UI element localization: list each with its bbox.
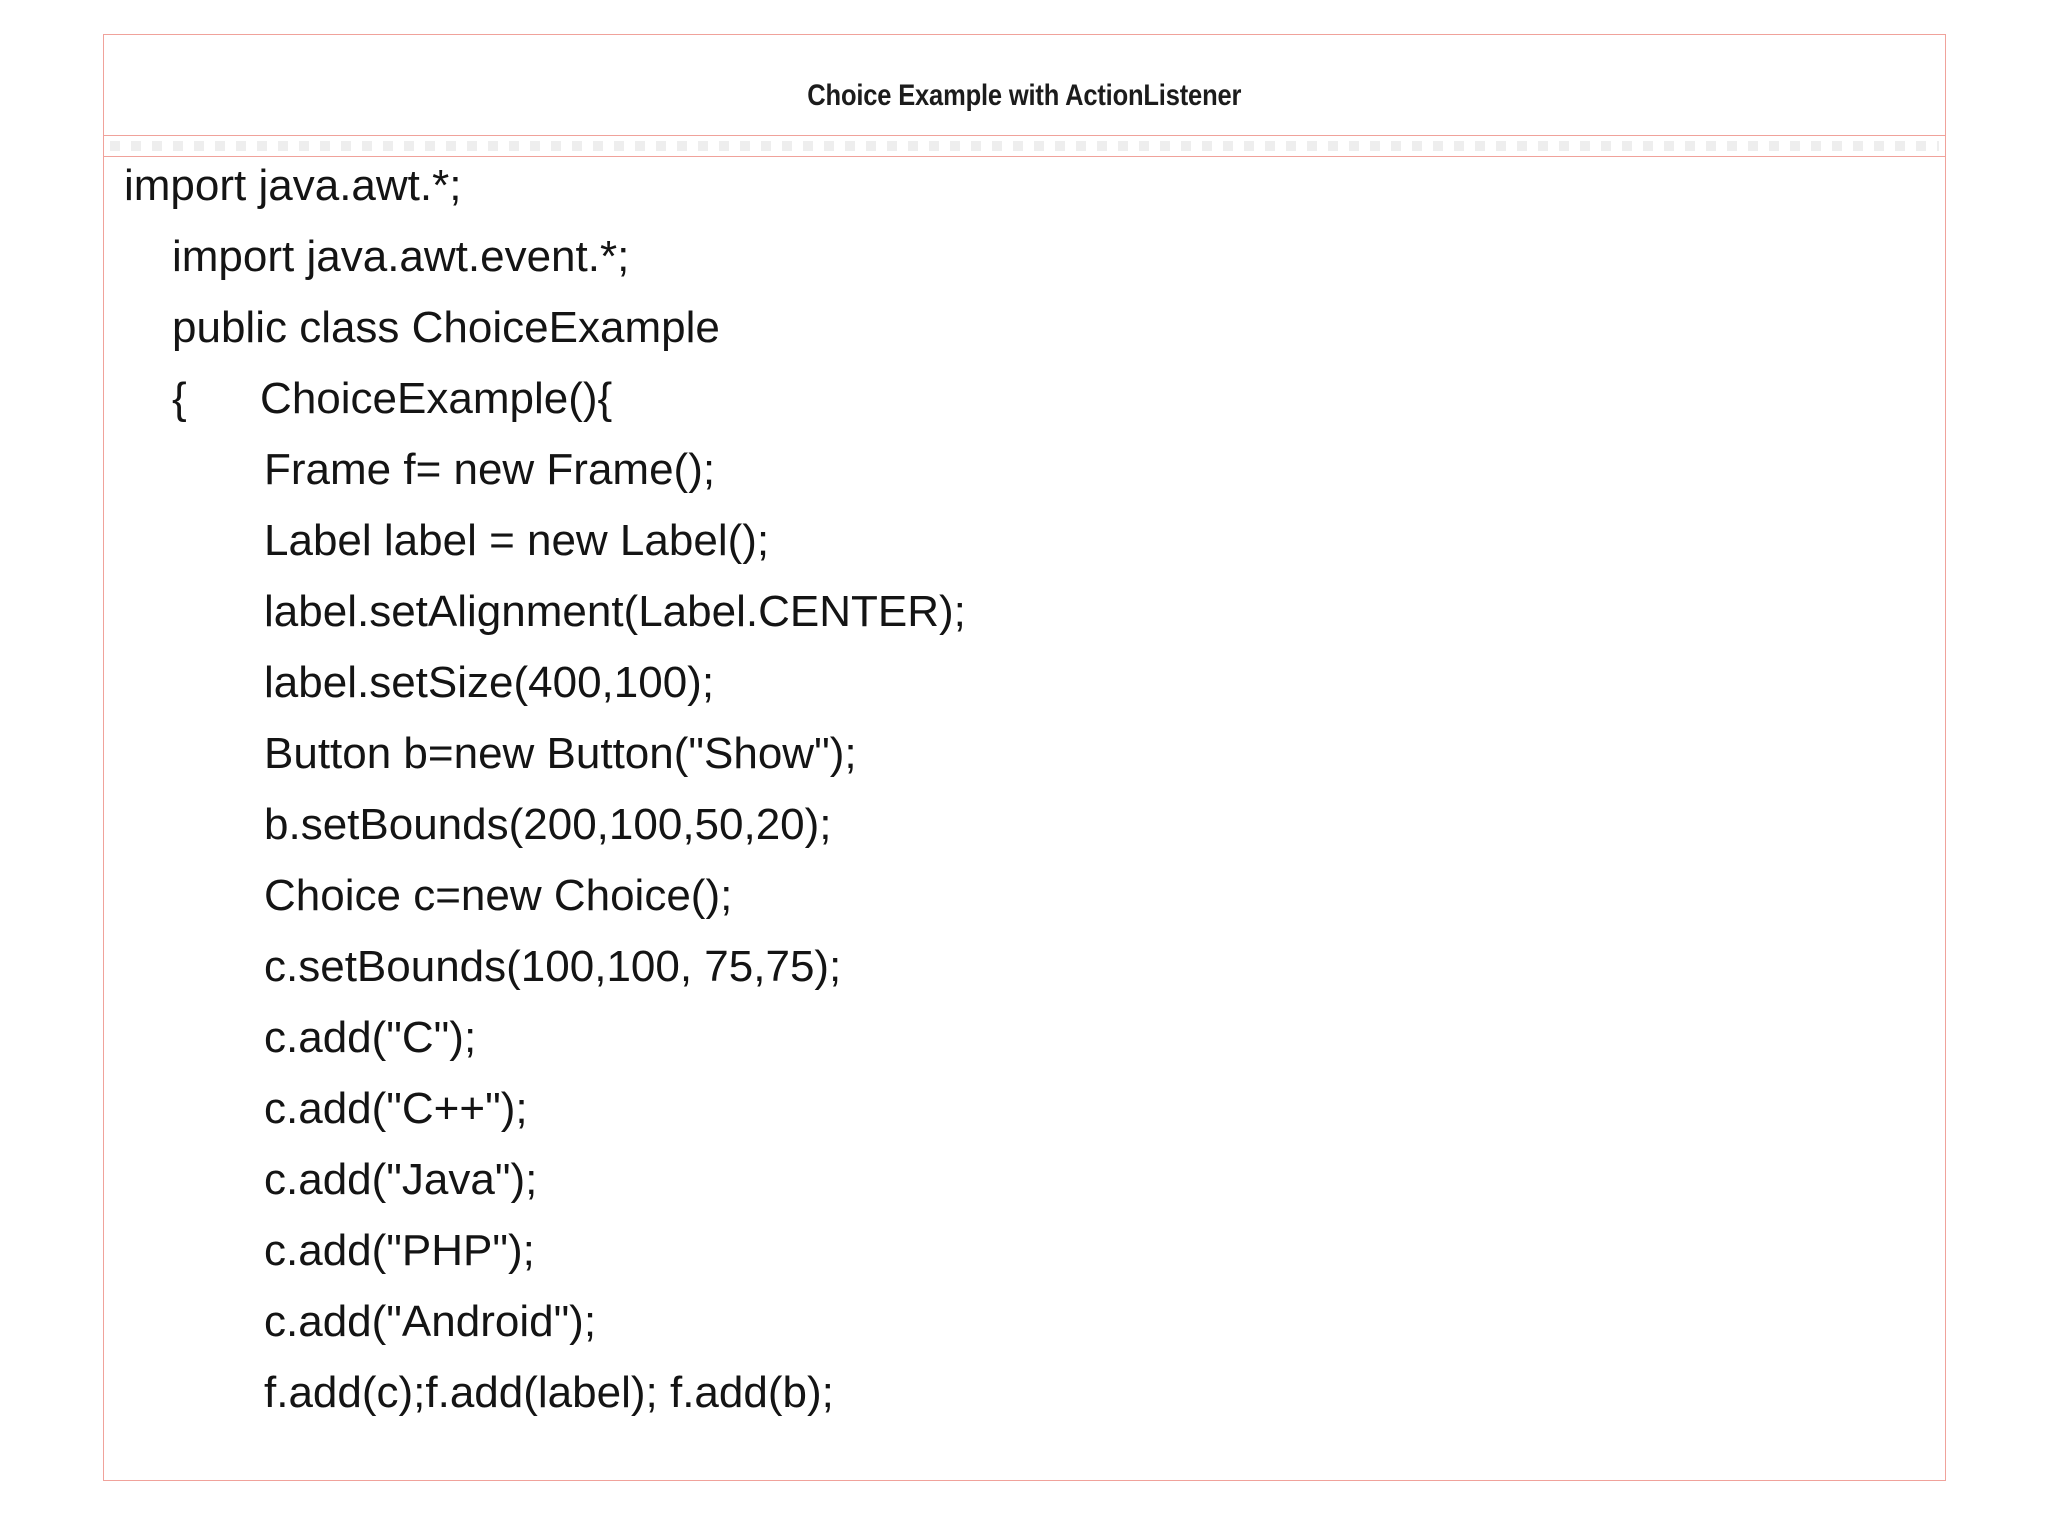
code-line: c.setBounds(100,100, 75,75); bbox=[264, 942, 842, 992]
code-line: import java.awt.*; bbox=[124, 161, 462, 211]
code-line: label.setSize(400,100); bbox=[264, 658, 715, 708]
title-row: Choice Example with ActionListener bbox=[103, 34, 1946, 136]
bordered-table: Choice Example with ActionListener impor… bbox=[103, 34, 1946, 1482]
code-line: Button b=new Button("Show"); bbox=[264, 729, 857, 779]
code-line: Label label = new Label(); bbox=[264, 516, 770, 566]
page-title: Choice Example with ActionListener bbox=[807, 79, 1242, 112]
code-line: Choice c=new Choice(); bbox=[264, 871, 733, 921]
code-line: c.add("C++"); bbox=[264, 1084, 528, 1134]
code-block: import java.awt.*; import java.awt.event… bbox=[104, 156, 1945, 1428]
code-line: label.setAlignment(Label.CENTER); bbox=[264, 587, 966, 637]
code-line: public class ChoiceExample bbox=[172, 303, 720, 353]
code-line: f.add(c);f.add(label); f.add(b); bbox=[264, 1368, 834, 1418]
code-line: Frame f= new Frame(); bbox=[264, 445, 716, 495]
code-line: c.add("Android"); bbox=[264, 1297, 597, 1347]
code-cell: import java.awt.*; import java.awt.event… bbox=[103, 155, 1946, 1482]
code-line: c.add("PHP"); bbox=[264, 1226, 535, 1276]
code-line: c.add("Java"); bbox=[264, 1155, 538, 1205]
code-line: { ChoiceExample(){ bbox=[172, 374, 613, 424]
code-line: import java.awt.event.*; bbox=[172, 232, 630, 282]
code-line: b.setBounds(200,100,50,20); bbox=[264, 800, 832, 850]
code-line: c.add("C"); bbox=[264, 1013, 477, 1063]
separator-row bbox=[103, 134, 1946, 157]
